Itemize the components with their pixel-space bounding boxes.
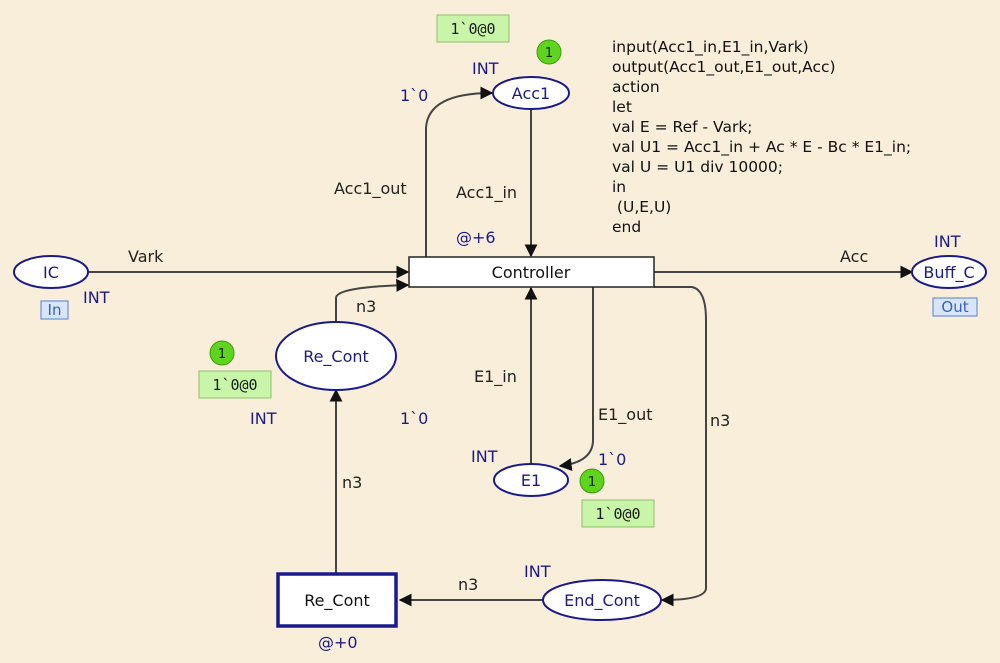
code-line: in	[612, 178, 626, 196]
arc-label-vark: Vark	[128, 247, 164, 266]
place-re-cont-marking-box	[198, 370, 272, 399]
code-line: let	[612, 98, 632, 116]
place-buff-c-port: Out	[941, 298, 968, 316]
arc-label-acc1-in: Acc1_in	[456, 183, 517, 203]
place-acc1-marking-box	[436, 14, 510, 43]
arc-controller-e1[interactable]	[558, 287, 594, 472]
code-line: input(Acc1_in,E1_in,Vark)	[612, 38, 809, 57]
place-acc1[interactable]	[492, 76, 570, 110]
place-e1[interactable]	[493, 463, 569, 497]
place-ic-port-tag	[40, 300, 69, 320]
place-acc1-token-count: 1	[545, 46, 553, 61]
arc-label-e1-init: 1`0	[598, 450, 626, 469]
place-re-cont-type: INT	[250, 409, 277, 428]
transition-controller-label: Controller	[492, 263, 571, 282]
place-e1-type: INT	[471, 447, 498, 466]
place-e1-label: E1	[521, 471, 541, 490]
place-acc1-label: Acc1	[512, 84, 550, 103]
arc-controller-end-cont[interactable]	[654, 286, 707, 607]
code-line: val E = Ref - Vark;	[612, 118, 753, 136]
arc-label-e1-out: E1_out	[598, 405, 653, 425]
transition-re-cont-label: Re_Cont	[304, 591, 370, 611]
place-ic-port: In	[48, 301, 62, 319]
place-acc1-type: INT	[472, 59, 499, 78]
arc-label-acc1-init: 1`0	[400, 86, 428, 105]
code-line: action	[612, 78, 660, 96]
arc-label-acc1-out: Acc1_out	[334, 179, 407, 199]
code-line: end	[612, 218, 641, 236]
arc-label-n3-bottom: n3	[458, 575, 478, 594]
place-end-cont[interactable]	[542, 579, 662, 621]
place-e1-marking-box	[581, 499, 655, 528]
place-ic[interactable]	[13, 255, 89, 289]
controller-code-segment: input(Acc1_in,E1_in,Vark) output(Acc1_ou…	[612, 38, 911, 236]
place-re-cont[interactable]	[275, 321, 397, 391]
transition-controller-time: @+6	[456, 228, 496, 247]
code-line: val U = U1 div 10000;	[612, 158, 783, 176]
place-re-cont-token-count: 1	[218, 347, 226, 362]
code-line: val U1 = Acc1_in + Ac * E - Bc * E1_in;	[612, 138, 911, 157]
code-line: (U,E,U)	[612, 198, 671, 216]
code-line: output(Acc1_out,E1_out,Acc)	[612, 58, 836, 77]
arc-label-n3-left: n3	[342, 473, 362, 492]
place-end-cont-type: INT	[524, 562, 551, 581]
place-re-cont-label: Re_Cont	[303, 347, 369, 367]
place-acc1-marking: 1`0@0	[450, 20, 495, 38]
arc-controller-acc1[interactable]	[425, 86, 494, 258]
place-ic-type: INT	[83, 288, 110, 307]
place-e1-token-count: 1	[588, 475, 596, 490]
place-ic-label: IC	[43, 263, 59, 282]
place-buff-c-port-tag	[932, 297, 978, 317]
arc-label-re-cont-init: 1`0	[400, 409, 428, 428]
place-acc1-token-count-badge	[536, 39, 562, 65]
transition-re-cont[interactable]	[276, 572, 398, 628]
place-re-cont-token-count-badge	[209, 340, 235, 366]
arc-label-e1-in: E1_in	[474, 367, 517, 387]
transition-re-cont-time: @+0	[318, 633, 358, 652]
arc-label-n3-right: n3	[710, 411, 730, 430]
arc-label-acc: Acc	[840, 247, 868, 266]
arc-re-cont-place-to-controller[interactable]	[335, 278, 410, 322]
place-buff-c[interactable]	[911, 255, 987, 289]
place-buff-c-label: Buff_C	[923, 263, 974, 283]
arc-label-n3-top: n3	[356, 297, 376, 316]
transition-controller[interactable]	[408, 256, 655, 288]
place-e1-marking: 1`0@0	[595, 505, 640, 523]
place-end-cont-label: End_Cont	[564, 591, 640, 611]
place-e1-token-count-badge	[579, 468, 605, 494]
place-re-cont-marking: 1`0@0	[212, 376, 257, 394]
place-buff-c-type: INT	[934, 232, 961, 251]
